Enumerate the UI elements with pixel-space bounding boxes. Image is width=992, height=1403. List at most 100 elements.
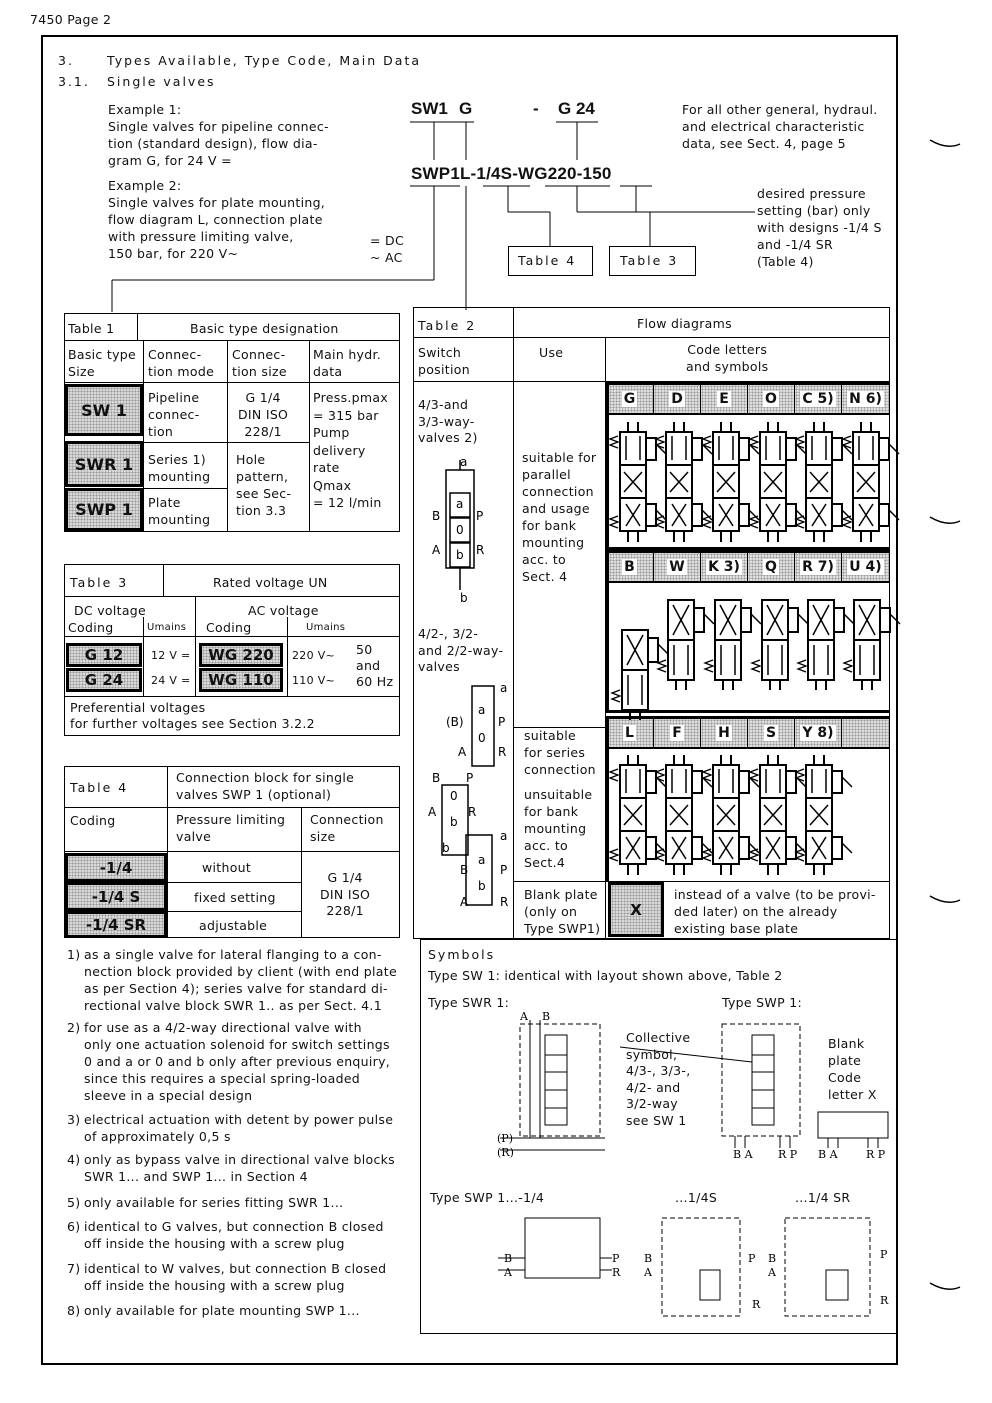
example1-line: gram G, for 24 V = — [108, 153, 232, 168]
table1-mode-plate: Plate mounting — [148, 495, 211, 527]
symbols-sw1: Type SW 1: identical with layout shown a… — [428, 968, 783, 983]
code-g12: G 12 — [66, 643, 142, 667]
table2-header-use: Use — [539, 345, 564, 360]
example1-line: Single valves for pipeline connec- — [108, 119, 329, 134]
table3-note: for further voltages see Section 3.2.2 — [70, 716, 315, 731]
type-code-g24: G 24 — [558, 99, 595, 118]
code-strip-row1: G D E O C 5) N 6) — [606, 382, 889, 415]
example1-line: tion (standard design), flow dia- — [108, 136, 318, 151]
table3-dc-voltage: 24 V = — [151, 674, 191, 687]
footnote-text: only as bypass valve in directional valv… — [84, 1152, 395, 1184]
table4-row-desc: without — [202, 860, 252, 875]
table2-title: Flow diagrams — [637, 316, 732, 331]
type-code-sw1: SW1 — [411, 99, 448, 118]
use-series: suitable for series connection — [524, 728, 596, 777]
table3-note: Preferential voltages — [70, 700, 206, 715]
table4-size: G 1/4 DIN ISO 228/1 — [320, 870, 371, 918]
pressure-note-line: (Table 4) — [757, 254, 814, 269]
flow-code-empty — [842, 719, 889, 747]
code-wg220: WG 220 — [199, 643, 283, 667]
flow-code-c: C 5) — [795, 385, 842, 413]
binder-marks — [929, 139, 961, 1290]
table3-ac-umains: Umains — [306, 622, 346, 633]
symbols-panel — [420, 939, 898, 1334]
switch-4-3: 4/3-and 3/3-way- valves 2) — [418, 397, 478, 445]
table3-dc-voltage: 12 V = — [151, 649, 191, 662]
table3-ac-header: AC voltage — [248, 603, 319, 618]
flow-code-d: D — [654, 385, 701, 413]
table4-title: Connection block for single valves SWP 1… — [176, 770, 355, 802]
footnote-text: electrical actuation with detent by powe… — [84, 1112, 394, 1144]
footnote-text: only available for series fitting SWR 1.… — [84, 1195, 344, 1210]
use-parallel: suitable for parallel connection and usa… — [522, 450, 597, 584]
ac-label: ~ AC — [370, 250, 403, 265]
table1-header-mode: Connec- tion mode — [148, 347, 215, 379]
symbols-collective: Collective symbol, 4/3-, 3/3-, 4/2- and … — [626, 1030, 691, 1128]
use-unsuitable: unsuitable for bank mounting acc. to Sec… — [524, 787, 593, 870]
example2-title: Example 2: — [108, 178, 182, 193]
table4 — [64, 766, 400, 938]
symbols-blank: Blank plate Code letter X — [828, 1036, 877, 1102]
footnote-text: only available for plate mounting SWP 1.… — [84, 1303, 360, 1318]
footnote-number: 1) — [67, 947, 81, 962]
table3-frequency: 50 and 60 Hz — [356, 642, 394, 689]
table3-label: Table 3 — [70, 575, 129, 590]
footnote-number: 7) — [67, 1261, 81, 1276]
example1-title: Example 1: — [108, 102, 182, 117]
subsection-number: 3.1. — [58, 74, 90, 89]
symbols-bottom-1-4: Type SWP 1...-1/4 — [430, 1190, 545, 1205]
footnote-number: 3) — [67, 1112, 81, 1127]
table4-header-coding: Coding — [70, 813, 116, 828]
switch-4-2: 4/2-, 3/2- and 2/2-way- valves — [418, 626, 504, 674]
flow-code-l: L — [606, 719, 654, 747]
pressure-note-line: setting (bar) only — [757, 203, 871, 218]
code-1-4s: -1/4 S — [65, 882, 167, 911]
symbols-bottom-1-4sr: ...1/4 SR — [795, 1190, 851, 1205]
table1-title: Basic type designation — [190, 321, 339, 336]
table4-row-desc: adjustable — [199, 918, 268, 933]
section-title: Types Available, Type Code, Main Data — [107, 53, 422, 68]
table3-title: Rated voltage UN — [213, 575, 328, 590]
use-blank-plate: Blank plate (only on Type SWP1) — [524, 887, 601, 936]
example2-line: with pressure limiting valve, — [108, 229, 294, 244]
table2-label: Table 2 — [418, 318, 477, 333]
table1 — [64, 313, 400, 532]
flow-code-s: S — [748, 719, 795, 747]
table1-hydr: Press.pmax = 315 bar Pump delivery rate … — [313, 390, 389, 510]
flow-code-u: U 4) — [842, 553, 889, 581]
flow-code-q: Q — [748, 553, 795, 581]
general-note-line: data, see Sect. 4, page 5 — [682, 136, 846, 151]
symbols-swr1: Type SWR 1: — [428, 995, 510, 1010]
flow-code-b: B — [606, 553, 654, 581]
code-strip-row2: B W K 3) Q R 7) U 4) — [606, 550, 889, 583]
example2-line: 150 bar, for 220 V~ — [108, 246, 239, 261]
table4-reference: Table 4 — [508, 246, 593, 276]
table4-header-size: Connection size — [310, 812, 384, 844]
symbols-bottom-1-4s: ...1/4S — [675, 1190, 718, 1205]
footnote-number: 5) — [67, 1195, 81, 1210]
table4-header-pressure: Pressure limiting valve — [176, 812, 286, 844]
footnote-number: 8) — [67, 1303, 81, 1318]
dc-label: = DC — [370, 233, 405, 248]
table4-row-desc: fixed setting — [194, 890, 276, 905]
table3-reference: Table 3 — [609, 246, 696, 276]
flow-code-k: K 3) — [701, 553, 748, 581]
blank-plate-text: instead of a valve (to be provi- ded lat… — [674, 887, 876, 936]
flow-code-g: G — [606, 385, 654, 413]
general-note-line: For all other general, hydraul. — [682, 102, 878, 117]
pressure-note-line: with designs -1/4 S — [757, 220, 882, 235]
table3 — [64, 564, 400, 736]
table3-dc-coding: Coding — [68, 620, 114, 635]
flow-code-e: E — [701, 385, 748, 413]
flow-code-h: H — [701, 719, 748, 747]
table3-ac-coding: Coding — [206, 620, 252, 635]
flow-code-f: F — [654, 719, 701, 747]
footnote-text: identical to G valves, but connection B … — [84, 1219, 384, 1251]
code-swp1: SWP 1 — [65, 488, 143, 531]
footnote-text: as a single valve for lateral flanging t… — [84, 947, 397, 1013]
code-1-4sr: -1/4 SR — [65, 911, 167, 938]
code-strip-row3: L F H S Y 8) — [606, 716, 889, 749]
table3-reference-label: Table 3 — [620, 253, 679, 268]
flow-code-r: R 7) — [795, 553, 842, 581]
footnote-number: 2) — [67, 1020, 81, 1035]
